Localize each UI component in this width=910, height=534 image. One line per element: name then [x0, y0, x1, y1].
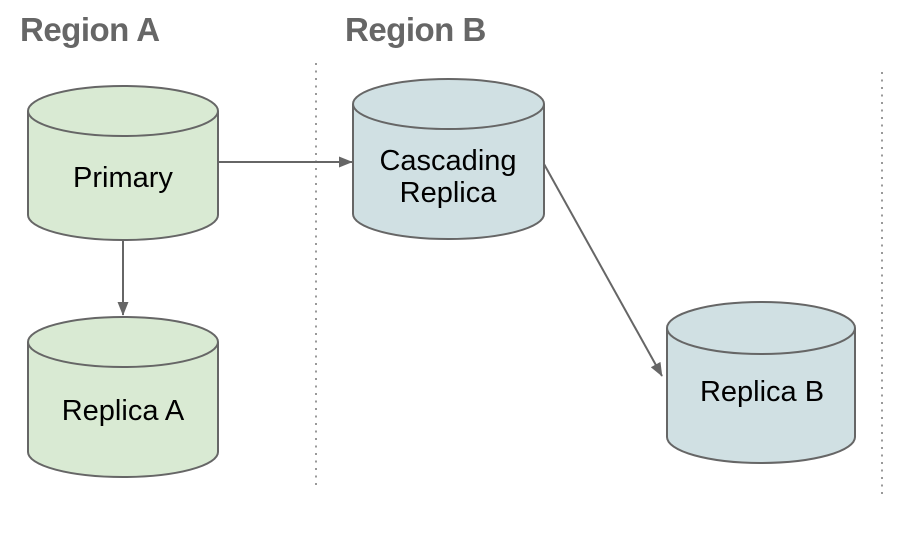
replica-b-cylinder-body — [666, 328, 856, 464]
primary-database-node: Primary — [27, 85, 219, 241]
replica-a-cylinder-body — [27, 342, 219, 478]
replica-a-cylinder-top — [27, 316, 219, 368]
cascading-replica-database-node: Cascading Replica — [352, 78, 545, 240]
cascading-replica-cylinder-body — [352, 104, 545, 240]
region-a-heading: Region A — [20, 11, 160, 48]
primary-cylinder-body — [27, 111, 219, 241]
region-b-heading: Region B — [345, 11, 486, 48]
replica-b-database-node: Replica B — [666, 301, 856, 464]
replica-b-label: Replica B — [700, 376, 824, 408]
cascading-replica-label-line2: Replica — [400, 177, 498, 209]
primary-label: Primary — [73, 162, 173, 194]
arrow-cascading-replica-to-replica-b — [543, 163, 663, 377]
cascading-replica-label-line1: Cascading — [379, 145, 516, 177]
primary-cylinder-top — [27, 85, 219, 137]
replica-a-label: Replica A — [62, 395, 185, 427]
cascading-replica-cylinder-top — [352, 78, 545, 130]
replica-a-database-node: Replica A — [27, 316, 219, 478]
replica-b-cylinder-top — [666, 301, 856, 355]
